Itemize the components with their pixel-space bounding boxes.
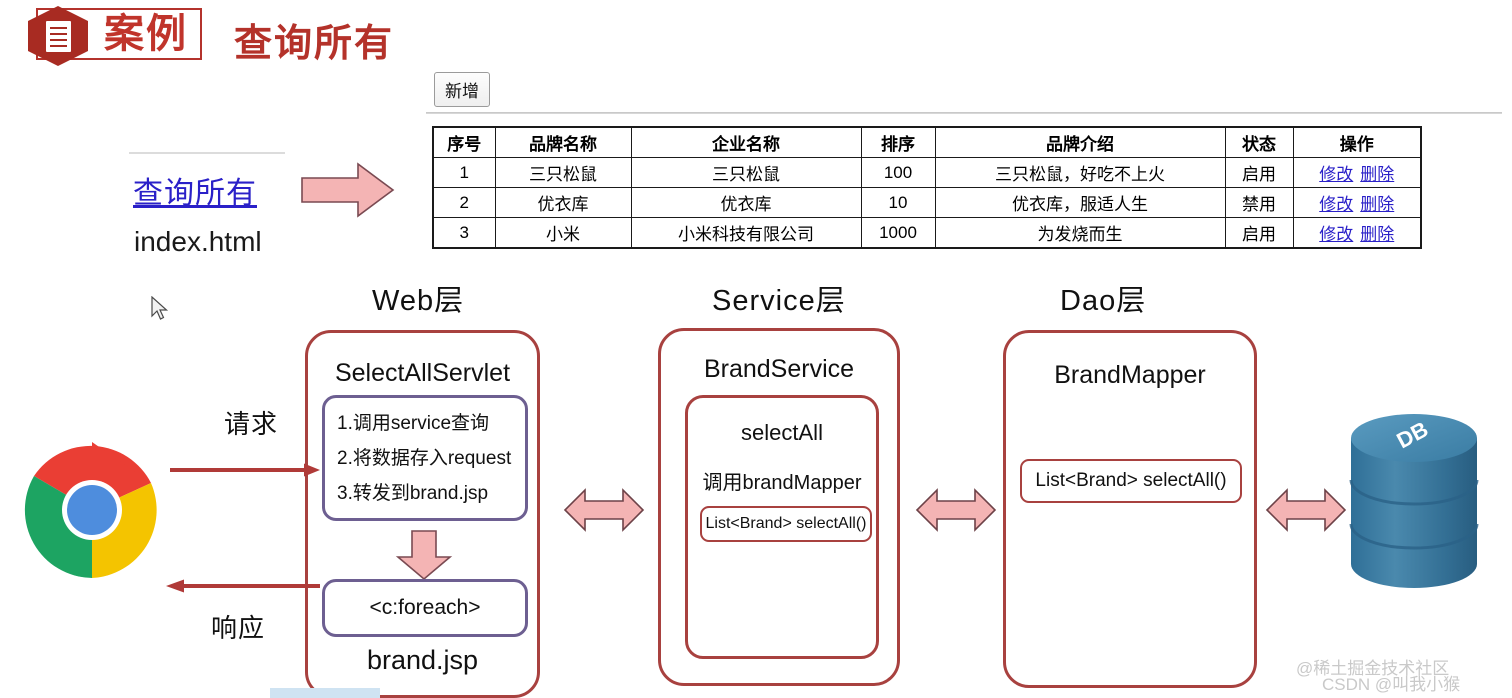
response-label: 响应	[211, 613, 266, 643]
cell-brand: 优衣库	[494, 187, 632, 218]
horizontal-rule	[426, 112, 1502, 114]
watermark-juejin: @稀土掘金技术社区	[1296, 659, 1450, 678]
flow-arrow-index-to-table-icon	[301, 162, 395, 218]
web-view-file: brand.jsp	[366, 645, 479, 675]
service-class-name: BrandService	[703, 355, 855, 383]
service-layer-caption: Service层	[712, 285, 846, 317]
cell-operation: 修改删除	[1292, 217, 1422, 249]
response-arrow-icon	[166, 579, 320, 593]
cell-description: 三只松鼠，好吃不上火	[934, 157, 1226, 188]
service-signature: List<Brand> selectAll()	[705, 515, 867, 532]
cell-description: 优衣库，服适人生	[934, 187, 1226, 218]
database-icon: DB	[1349, 414, 1479, 588]
cell-operation: 修改删除	[1292, 187, 1422, 218]
edit-link[interactable]: 修改	[1319, 195, 1354, 214]
column-header-company: 企业名称	[630, 126, 862, 158]
cell-index: 1	[432, 157, 496, 188]
cell-index: 2	[432, 187, 496, 218]
delete-link[interactable]: 删除	[1360, 165, 1395, 184]
request-arrow-icon	[170, 463, 320, 477]
column-header-index: 序号	[432, 126, 496, 158]
web-steps-box: 1.调用service查询 2.将数据存入request 3.转发到brand.…	[322, 395, 528, 521]
delete-link[interactable]: 删除	[1360, 225, 1395, 244]
cell-description: 为发烧而生	[934, 217, 1226, 249]
edit-link[interactable]: 修改	[1319, 225, 1354, 244]
cell-index: 3	[432, 217, 496, 249]
service-call-label: 调用brandMapper	[702, 472, 862, 494]
dao-class-name: BrandMapper	[1054, 361, 1206, 389]
mouse-cursor-icon	[151, 296, 169, 320]
forward-arrow-down-icon	[395, 530, 453, 581]
cell-ordernum: 10	[860, 187, 936, 218]
delete-link[interactable]: 删除	[1360, 195, 1395, 214]
web-layer-box: SelectAllServlet 1.调用service查询 2.将数据存入re…	[305, 330, 540, 698]
table-header-row: 序号 品牌名称 企业名称 排序 品牌介绍 状态 操作	[432, 126, 1422, 158]
web-step-1: 1.调用service查询	[337, 413, 490, 434]
service-layer-box: BrandService selectAll 调用brandMapper Lis…	[658, 328, 900, 686]
dao-layer-box: BrandMapper List<Brand> selectAll()	[1003, 330, 1257, 688]
dao-signature: List<Brand> selectAll()	[1035, 470, 1227, 491]
column-header-operation: 操作	[1292, 126, 1422, 158]
service-signature-box: List<Brand> selectAll()	[700, 506, 872, 542]
cell-ordernum: 100	[860, 157, 936, 188]
dao-signature-box: List<Brand> selectAll()	[1020, 459, 1242, 503]
taskbar-edge	[270, 688, 380, 698]
cell-operation: 修改删除	[1292, 157, 1422, 188]
document-hexagon-icon	[28, 6, 88, 66]
query-all-link[interactable]: 查询所有	[133, 177, 257, 210]
edit-link[interactable]: 修改	[1319, 165, 1354, 184]
cell-status: 启用	[1224, 157, 1294, 188]
service-method-box: selectAll 调用brandMapper List<Brand> sele…	[685, 395, 879, 659]
column-header-description: 品牌介绍	[934, 126, 1226, 158]
index-html-label: index.html	[134, 226, 262, 257]
table-row: 1 三只松鼠 三只松鼠 100 三只松鼠，好吃不上火 启用 修改删除	[432, 157, 1422, 188]
cell-brand: 三只松鼠	[494, 157, 632, 188]
cell-company: 三只松鼠	[630, 157, 862, 188]
web-foreach-box: <c:foreach>	[322, 579, 528, 637]
service-method-name: selectAll	[741, 420, 823, 445]
bidirectional-arrow-web-service-icon	[563, 488, 645, 532]
cell-company: 优衣库	[630, 187, 862, 218]
column-header-ordernum: 排序	[860, 126, 936, 158]
column-header-brand: 品牌名称	[494, 126, 632, 158]
bidirectional-arrow-service-dao-icon	[915, 488, 997, 532]
brand-table: 序号 品牌名称 企业名称 排序 品牌介绍 状态 操作 1 三只松鼠 三只松鼠 1…	[432, 126, 1422, 249]
web-step-2: 2.将数据存入request	[337, 448, 512, 469]
web-layer-caption: Web层	[372, 285, 465, 317]
case-badge-label: 案例	[104, 12, 188, 56]
add-button[interactable]: 新增	[434, 72, 490, 107]
web-servlet-name: SelectAllServlet	[334, 359, 511, 387]
cell-status: 启用	[1224, 217, 1294, 249]
web-step-3: 3.转发到brand.jsp	[337, 483, 489, 504]
bidirectional-arrow-dao-db-icon	[1265, 488, 1347, 532]
dao-layer-caption: Dao层	[1060, 285, 1147, 317]
web-foreach-tag: <c:foreach>	[369, 596, 481, 619]
watermark-csdn: CSDN @叫我小猴	[1322, 675, 1461, 694]
entry-divider	[129, 152, 285, 154]
table-row: 3 小米 小米科技有限公司 1000 为发烧而生 启用 修改删除	[432, 217, 1422, 249]
cell-brand: 小米	[494, 217, 632, 249]
cell-status: 禁用	[1224, 187, 1294, 218]
table-row: 2 优衣库 优衣库 10 优衣库，服适人生 禁用 修改删除	[432, 187, 1422, 218]
page-title: 查询所有	[234, 23, 395, 65]
cell-company: 小米科技有限公司	[630, 217, 862, 249]
chrome-browser-icon	[24, 442, 157, 578]
cell-ordernum: 1000	[860, 217, 936, 249]
column-header-status: 状态	[1224, 126, 1294, 158]
request-label: 请求	[224, 409, 279, 439]
